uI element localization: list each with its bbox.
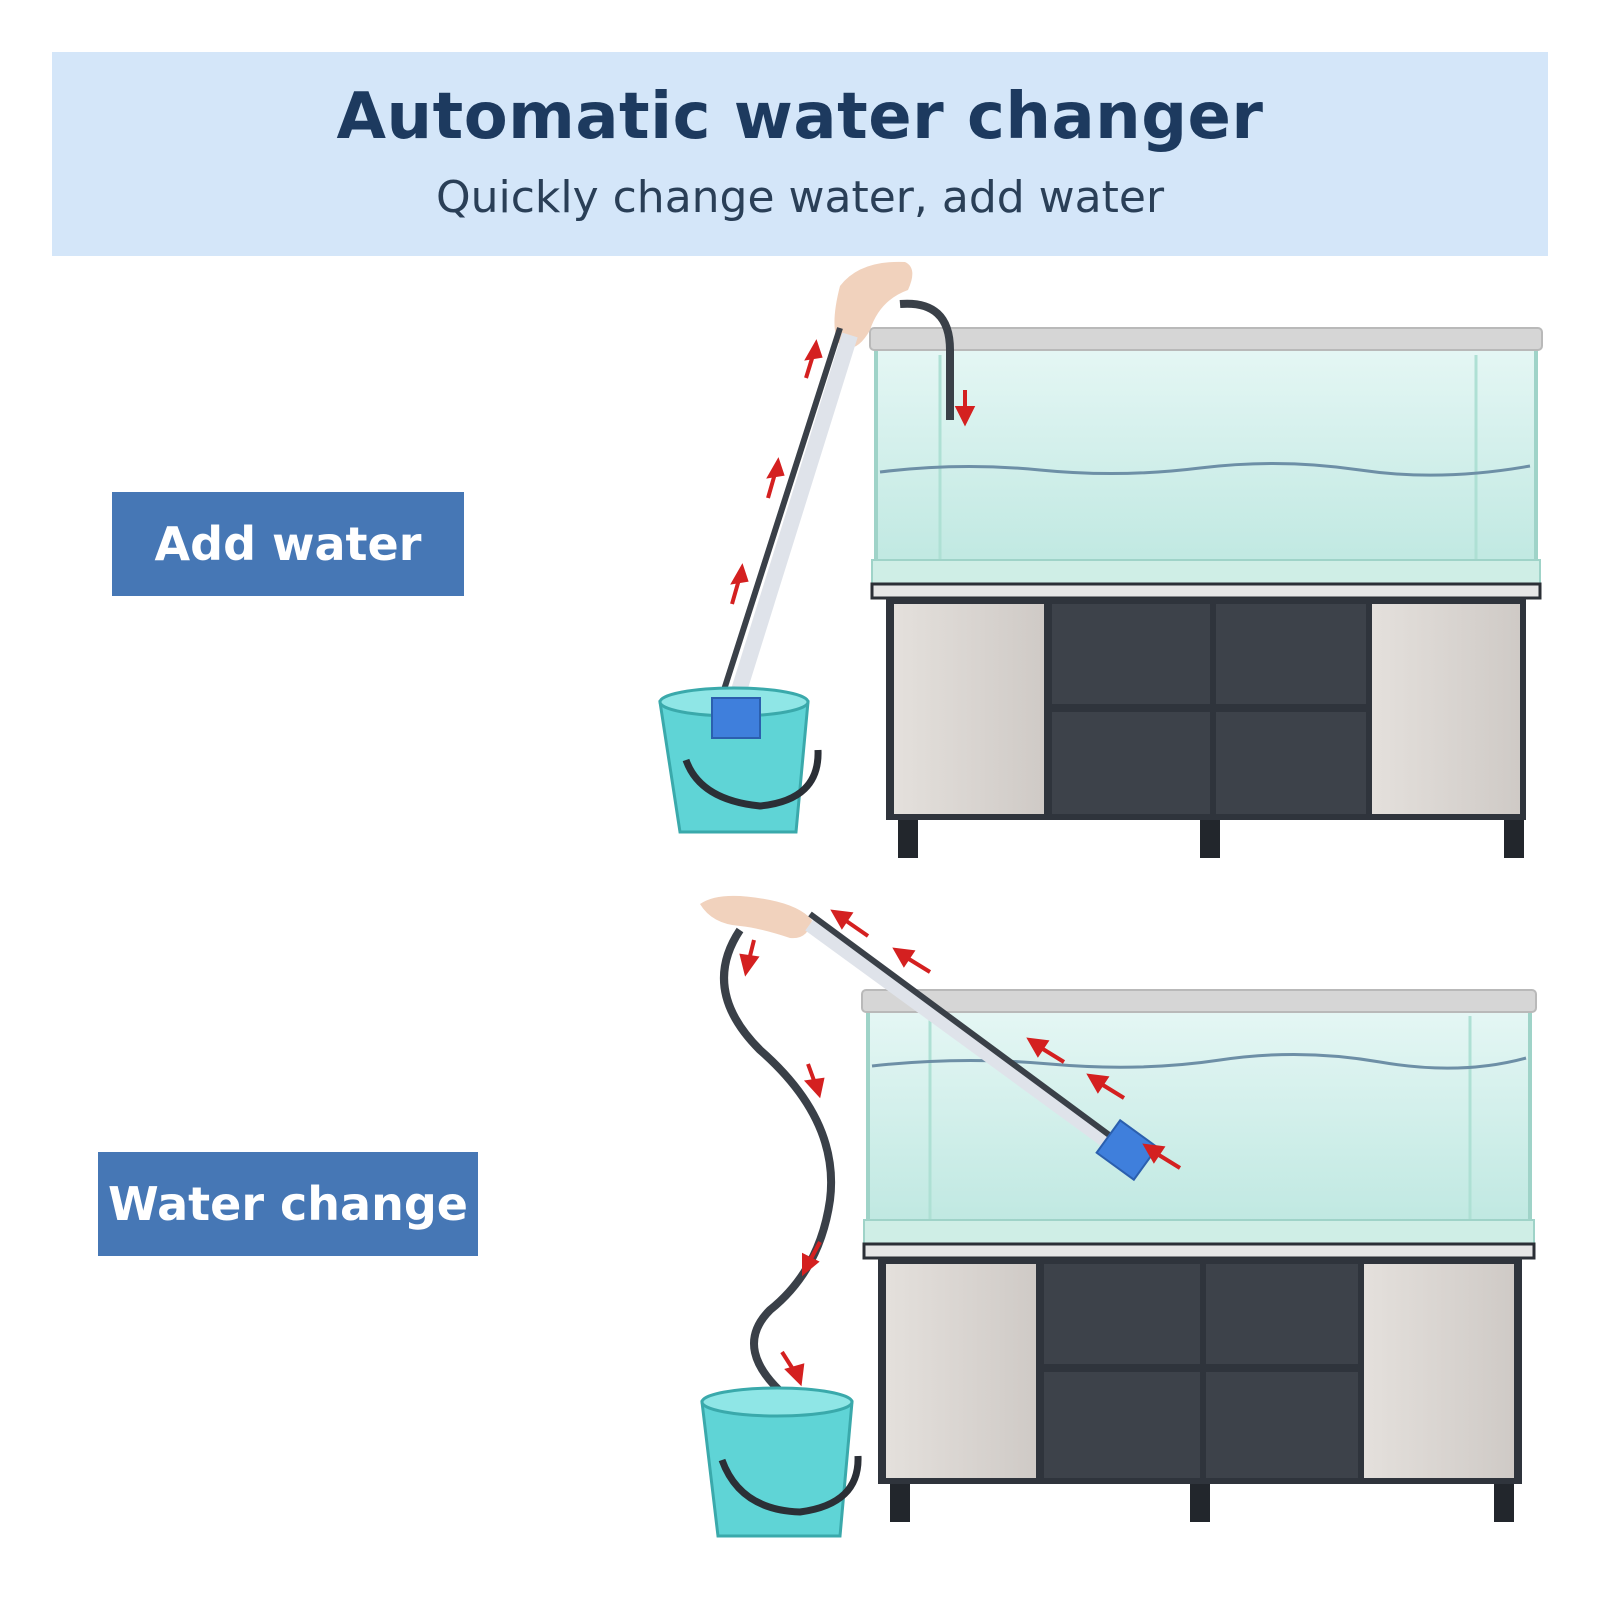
aquarium-tank-top [869,327,1543,585]
hose-bottom [720,927,836,1404]
wand-bottom [805,917,1125,1157]
water-change-label: Water change [98,1152,478,1256]
hose-top [899,299,954,420]
cabinet-top [870,582,1542,858]
add-water-label: Add water [112,492,464,596]
cabinet-bottom [862,1242,1536,1522]
bucket-bottom [700,1386,862,1538]
water-change-scene [700,895,1537,1538]
page-subtitle: Quickly change water, add water [435,172,1165,223]
hand-bottom [700,895,812,939]
wand-top [728,332,858,703]
hand-top [834,261,913,349]
bucket-top [658,686,822,834]
add-water-scene [658,261,1543,858]
flow-arrows-top [730,339,976,605]
header-banner [52,52,1548,256]
flow-arrows-bottom [739,909,1182,1387]
page-title: Automatic water changer [336,80,1264,154]
